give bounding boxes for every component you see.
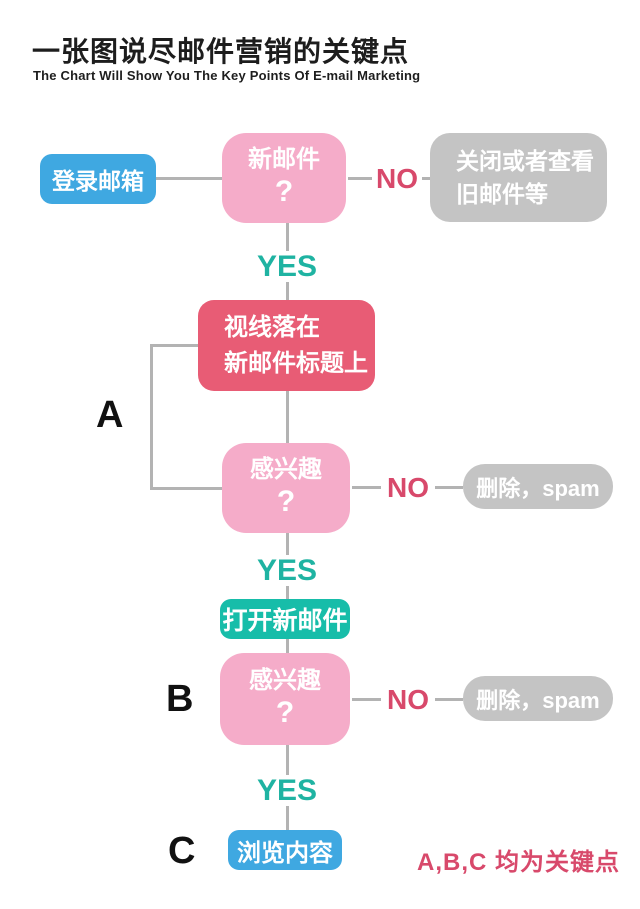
connector-interest2-to-no3 <box>352 698 381 701</box>
interest2-text: 感兴趣 <box>249 667 321 695</box>
node-gaze-on-title: 视线落在 新邮件标题上 <box>198 300 375 391</box>
node-login-mailbox: 登录邮箱 <box>40 154 156 204</box>
node-interested-question-2: 感兴趣 ? <box>220 653 350 745</box>
interest1-text: 感兴趣 <box>250 456 322 484</box>
node-new-mail-question: 新邮件 ? <box>222 133 346 223</box>
connector-yes3-to-browse <box>286 806 289 830</box>
delete-spam1-label: 删除，spam <box>476 475 600 501</box>
gaze-line2: 新邮件标题上 <box>224 349 368 377</box>
question-mark: ? <box>274 174 294 208</box>
yes-label-2: YES <box>256 554 318 587</box>
connector-interest2-to-yes3 <box>286 745 289 775</box>
connector-no2-to-spam1 <box>435 486 463 489</box>
node-delete-spam-2: 删除，spam <box>463 676 613 721</box>
connector-newmail-to-no1 <box>348 177 372 180</box>
key-point-a: A <box>96 394 124 436</box>
node-open-new-mail: 打开新邮件 <box>220 599 350 639</box>
yes-label-1: YES <box>256 250 318 283</box>
bracket-a-bottom <box>150 487 222 490</box>
question-mark: ? <box>276 484 296 518</box>
key-points-note: A,B,C 均为关键点 <box>417 849 620 876</box>
gaze-line1: 视线落在 <box>224 313 320 341</box>
connector-interest1-to-no2 <box>352 486 381 489</box>
node-login-label: 登录邮箱 <box>52 168 144 194</box>
yes-label-3: YES <box>256 774 318 807</box>
no-label-3: NO <box>387 684 429 715</box>
key-point-c: C <box>168 830 196 872</box>
connector-openmail-to-interest2 <box>286 639 289 653</box>
page-title: 一张图说尽邮件营销的关键点 <box>32 36 410 67</box>
bracket-a-top <box>150 344 198 347</box>
open-mail-label: 打开新邮件 <box>222 607 348 635</box>
close-old-line2: 旧邮件等 <box>456 180 548 207</box>
connector-yes1-to-gaze <box>286 282 289 300</box>
connector-newmail-to-yes1 <box>286 223 289 251</box>
bracket-a-vertical <box>150 344 153 490</box>
connector-interest1-to-yes2 <box>286 533 289 555</box>
key-point-b: B <box>166 678 194 720</box>
no-label-2: NO <box>387 472 429 503</box>
connector-no1-to-closeold <box>422 177 432 180</box>
close-old-line1: 关闭或者查看 <box>456 147 594 174</box>
question-mark: ? <box>275 695 295 729</box>
connector-login-to-newmail <box>156 177 222 180</box>
node-browse-content: 浏览内容 <box>228 830 342 870</box>
node-interested-question-1: 感兴趣 ? <box>222 443 350 533</box>
browse-label: 浏览内容 <box>237 839 333 867</box>
new-mail-question-text: 新邮件 <box>248 146 320 174</box>
connector-gaze-to-interest1 <box>286 391 289 443</box>
node-delete-spam-1: 删除，spam <box>463 464 613 509</box>
delete-spam2-label: 删除，spam <box>476 687 600 713</box>
connector-no3-to-spam2 <box>435 698 463 701</box>
page-subtitle: The Chart Will Show You The Key Points O… <box>33 68 421 83</box>
node-close-or-view-old: 关闭或者查看 旧邮件等 <box>430 133 607 222</box>
no-label-1: NO <box>376 163 418 194</box>
connector-yes2-to-openmail <box>286 586 289 599</box>
